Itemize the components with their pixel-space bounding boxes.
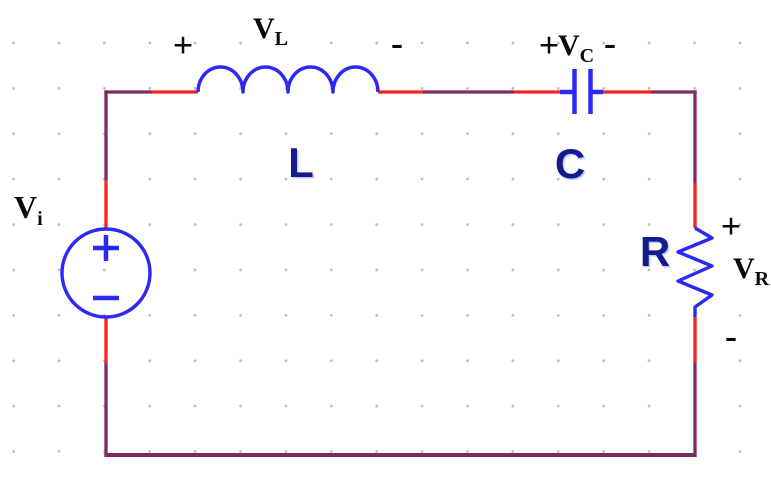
source-voltage-label: Vi	[14, 189, 43, 230]
capacitor-name-label: C	[555, 140, 585, 187]
inductor-voltage-label: VL	[253, 12, 288, 50]
inductor-name-label: L	[288, 139, 314, 186]
resistor-minus-sign: -	[725, 316, 737, 356]
voltage-letter: V	[558, 29, 580, 62]
capacitor-voltage-label: VC	[558, 29, 594, 67]
resistor-zigzag-icon	[676, 226, 714, 317]
voltage-subscript: i	[37, 208, 43, 230]
voltage-subscript: R	[755, 268, 770, 290]
voltage-subscript: L	[275, 28, 288, 50]
voltage-letter: V	[14, 189, 37, 225]
capacitor-icon	[560, 69, 603, 114]
voltage-subscript: C	[580, 45, 594, 67]
inductor-plus-sign: +	[173, 25, 194, 65]
resistor-plus-sign: +	[721, 206, 742, 246]
resistor-voltage-label: VR	[733, 252, 770, 290]
inductor-coil-icon	[196, 65, 380, 94]
voltage-source	[60, 227, 152, 319]
source-plus-icon	[93, 235, 119, 261]
inductor-minus-sign: -	[391, 23, 403, 63]
capacitor-minus-sign: -	[604, 23, 616, 63]
resistor-name-label: R	[640, 228, 670, 275]
voltage-letter: V	[733, 252, 755, 285]
capacitor-plus-sign: +	[539, 25, 560, 65]
voltage-source-circle-icon	[60, 227, 152, 319]
voltage-letter: V	[253, 12, 275, 45]
